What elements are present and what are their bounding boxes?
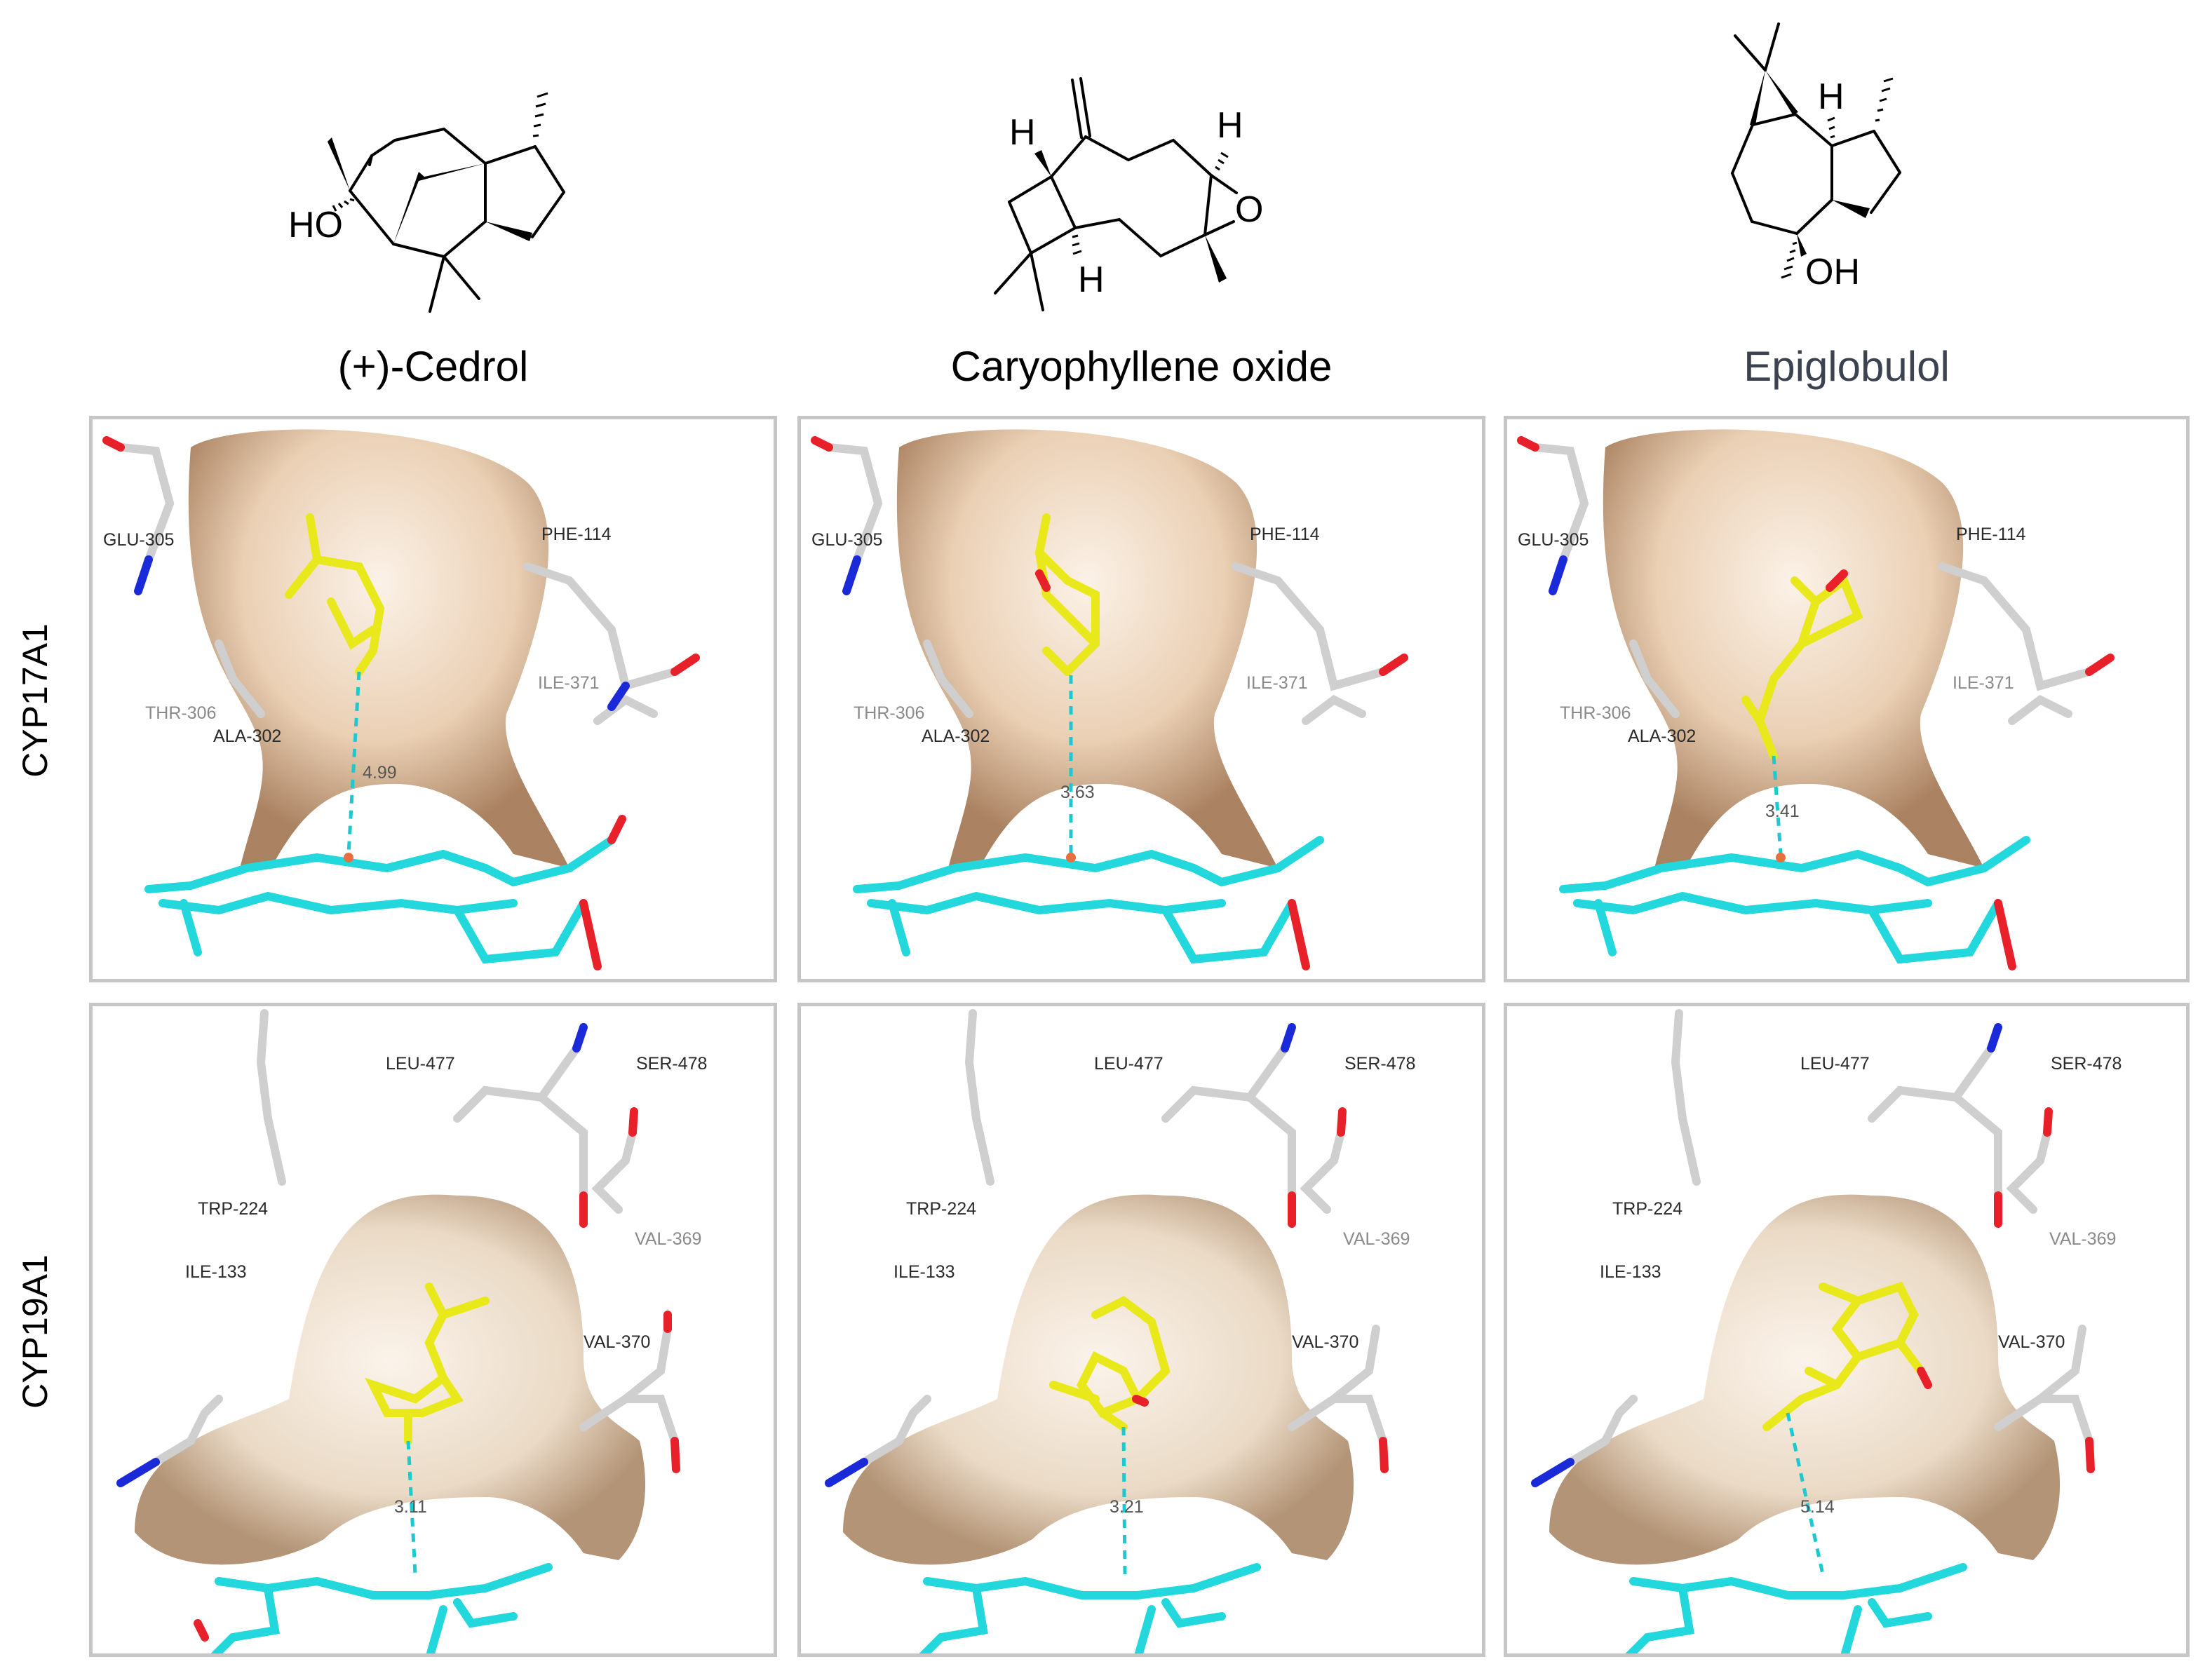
residue-label: VAL-369 — [2049, 1229, 2117, 1249]
residue-label: VAL-369 — [635, 1229, 702, 1249]
compound-cedrol: HO (+)-Cedrol — [89, 0, 777, 407]
atom-label: HO — [288, 205, 343, 245]
residue-label: LEU-477 — [1800, 1054, 1870, 1074]
distance-label: 5.14 — [1800, 1497, 1835, 1517]
residue-label: THR-306 — [1560, 703, 1631, 723]
compound-name: Caryophyllene oxide — [950, 343, 1333, 390]
distance-label: 3.21 — [1110, 1497, 1144, 1517]
residue-label: LEU-477 — [1094, 1054, 1164, 1074]
docking-pose-render — [811, 429, 1408, 970]
residue-label: ILE-371 — [538, 673, 600, 693]
residue-label: VAL-370 — [584, 1332, 651, 1352]
residue-label: ALA-302 — [213, 726, 282, 746]
residue-label: THR-306 — [854, 703, 925, 723]
docking-pose-render — [825, 1009, 1389, 1653]
compound-epiglobulol: H OH Epiglobulol — [1504, 0, 2190, 407]
atom-label: H — [1078, 259, 1105, 300]
residue-label: ALA-302 — [922, 726, 990, 746]
distance-label: 3.63 — [1060, 783, 1095, 802]
docking-panel-cyp17a1-cedrol: GLU-305 PHE-114 THR-306 ILE-371 ALA-302 … — [89, 416, 777, 982]
docking-panel-cyp17a1-caryophyllene-oxide: GLU-305 PHE-114 THR-306 ILE-371 ALA-302 … — [797, 416, 1485, 982]
row-label-cyp19a1: CYP19A1 — [15, 1254, 55, 1409]
distance-label: 4.99 — [363, 763, 397, 783]
residue-label: ILE-133 — [1600, 1262, 1661, 1282]
docking-panel-cyp19a1-epiglobulol: LEU-477 SER-478 TRP-224 VAL-369 ILE-133 … — [1504, 1003, 2190, 1657]
residue-label: SER-478 — [2051, 1054, 2122, 1074]
caryophyllene-oxide-structure-drawing: H H H O — [994, 77, 1263, 311]
docking-pose-render — [1531, 1009, 2095, 1653]
residue-label: VAL-369 — [1343, 1229, 1410, 1249]
atom-label: O — [1235, 189, 1263, 230]
epiglobulol-structure-drawing: H OH — [1731, 22, 1901, 292]
residue-label: ALA-302 — [1628, 726, 1697, 746]
atom-label: H — [1009, 112, 1036, 153]
residue-label: PHE-114 — [1956, 525, 2026, 544]
atom-label: H — [1818, 76, 1845, 117]
residue-label: VAL-370 — [1292, 1332, 1359, 1352]
residue-label: SER-478 — [636, 1054, 708, 1074]
residue-label: GLU-305 — [1518, 530, 1589, 550]
residue-label: GLU-305 — [811, 530, 883, 550]
compound-name: Epiglobulol — [1744, 343, 1950, 390]
docking-panel-cyp19a1-cedrol: LEU-477 SER-478 TRP-224 VAL-369 ILE-133 … — [89, 1003, 777, 1657]
residue-label: LEU-477 — [386, 1054, 455, 1074]
distance-label: 3.11 — [394, 1497, 427, 1517]
docking-pose-render — [116, 1009, 680, 1653]
atom-label: OH — [1805, 252, 1860, 292]
residue-label: GLU-305 — [103, 530, 175, 550]
distance-label: 3.41 — [1765, 801, 1800, 821]
row-label-cyp17a1: CYP17A1 — [15, 623, 55, 778]
atom-label: H — [1217, 105, 1243, 146]
residue-label: TRP-224 — [906, 1199, 977, 1219]
docking-panel-cyp19a1-caryophyllene-oxide: LEU-477 SER-478 TRP-224 VAL-369 ILE-133 … — [797, 1003, 1485, 1657]
residue-label: SER-478 — [1344, 1054, 1416, 1074]
residue-label: PHE-114 — [1250, 525, 1320, 544]
residue-label: ILE-371 — [1953, 673, 2014, 693]
residue-label: THR-306 — [145, 703, 217, 723]
residue-label: TRP-224 — [198, 1199, 269, 1219]
docking-panel-cyp17a1-epiglobulol: GLU-305 PHE-114 THR-306 ILE-371 ALA-302 … — [1504, 416, 2190, 982]
residue-label: ILE-371 — [1246, 673, 1308, 693]
compound-caryophyllene-oxide: H H H O Caryophyllene oxide — [797, 0, 1485, 407]
docking-pose-render — [1517, 429, 2115, 970]
docking-pose-render — [102, 429, 700, 970]
residue-label: PHE-114 — [541, 525, 612, 544]
residue-label: ILE-133 — [893, 1262, 955, 1282]
residue-label: ILE-133 — [185, 1262, 247, 1282]
residue-label: TRP-224 — [1612, 1199, 1683, 1219]
compound-name: (+)-Cedrol — [337, 343, 529, 390]
residue-label: VAL-370 — [1998, 1332, 2065, 1352]
cedrol-structure-drawing: HO — [288, 92, 565, 313]
